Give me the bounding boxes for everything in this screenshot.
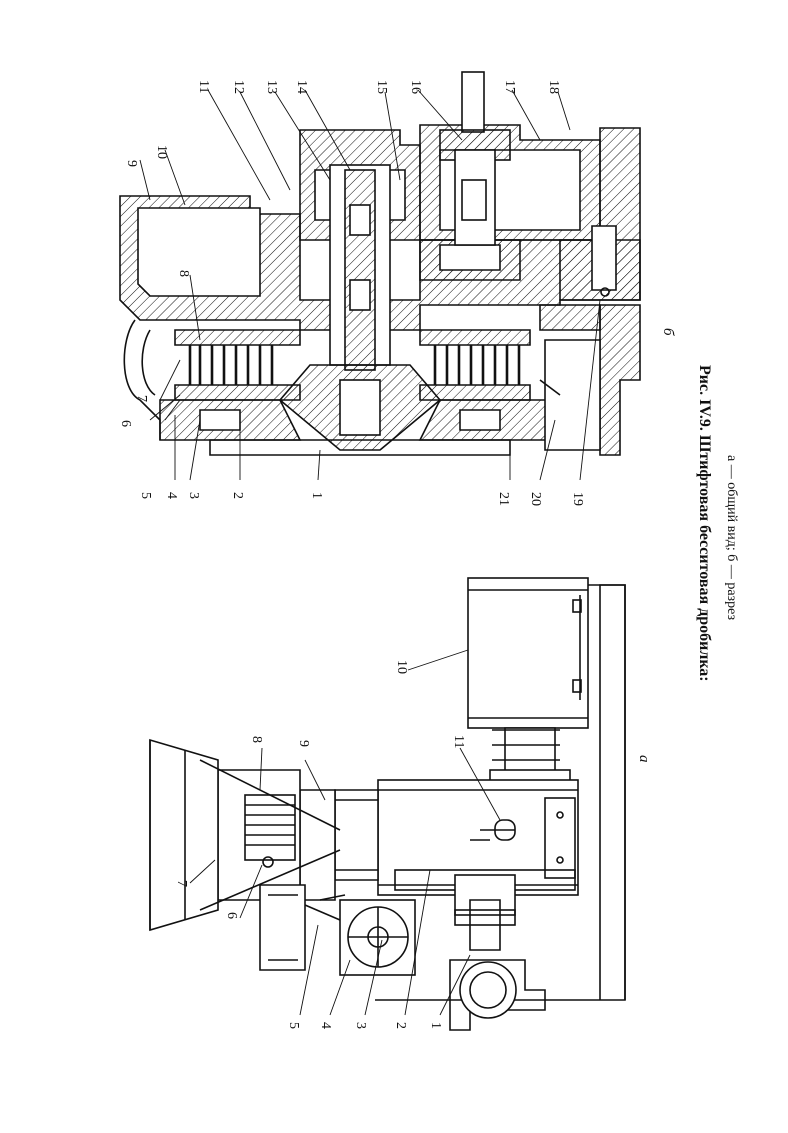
callout-b-5: 5	[138, 492, 153, 499]
callout-b-14: 14	[294, 80, 309, 94]
callout-b-16: 16	[408, 80, 423, 94]
callout-b-21: 21	[496, 492, 511, 506]
callout-b-10: 10	[154, 145, 169, 159]
callout-b-9: 9	[124, 160, 139, 167]
callout-a-1: 1	[428, 1022, 443, 1029]
figure-a-label: а	[636, 755, 652, 763]
callout-b-8: 8	[176, 270, 191, 277]
section-view-b	[120, 72, 640, 455]
figure-caption: Рис. IV.9. Штифтовая бесситовая дробилка…	[696, 365, 739, 682]
general-view-a	[150, 578, 625, 1030]
callout-b-17: 17	[502, 80, 517, 94]
callout-b-20: 20	[528, 492, 543, 506]
callout-b-1: 1	[309, 492, 324, 499]
callout-a-6: 6	[224, 912, 239, 919]
callout-b-18: 18	[546, 80, 561, 94]
callout-a-7: 7	[174, 880, 189, 887]
callout-a-4: 4	[318, 1022, 333, 1029]
callout-b-11: 11	[196, 80, 211, 93]
callout-b-12: 12	[231, 80, 246, 94]
figure-b-label: б	[660, 328, 676, 336]
callout-a-10: 10	[394, 660, 409, 674]
caption-title: Рис. IV.9. Штифтовая бесситовая дробилка…	[696, 365, 713, 682]
callout-b-15: 15	[374, 80, 389, 94]
callout-b-19: 19	[570, 492, 585, 506]
callout-a-11: 11	[451, 735, 466, 748]
callout-b-7: 7	[134, 395, 149, 402]
caption-subtitle: а — общий вид; б — разрез	[724, 455, 739, 620]
callout-b-6: 6	[118, 420, 133, 427]
callout-b-4: 4	[164, 492, 179, 499]
callout-b-13: 13	[264, 80, 279, 94]
callout-b-2: 2	[230, 492, 245, 499]
callout-a-3: 3	[353, 1022, 368, 1029]
callout-a-5: 5	[286, 1022, 301, 1029]
callout-a-8: 8	[249, 736, 264, 743]
callout-b-3: 3	[186, 492, 201, 499]
callout-a-9: 9	[296, 740, 311, 747]
callout-a-2: 2	[393, 1022, 408, 1029]
